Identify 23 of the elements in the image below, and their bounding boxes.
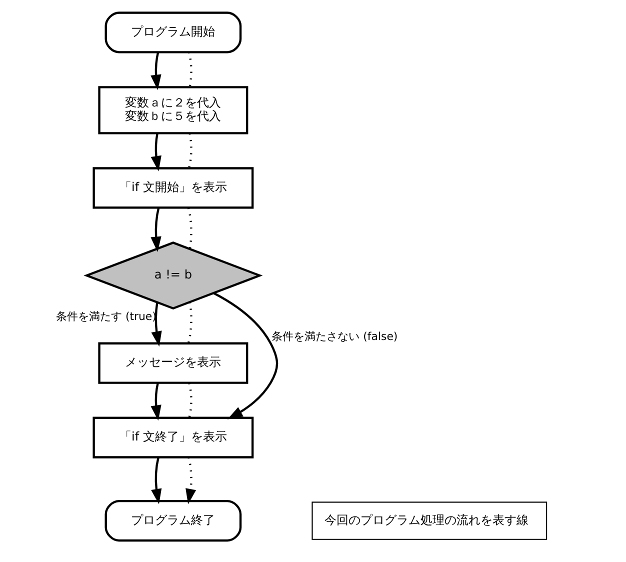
edge-label: 条件を満たす (true) bbox=[55, 310, 156, 323]
edge-label: 条件を満たさない (false) bbox=[271, 330, 398, 344]
node-box: プログラム開始 bbox=[104, 12, 242, 54]
node-box: プログラム終了 bbox=[104, 500, 242, 542]
arrow bbox=[185, 457, 196, 504]
connector bbox=[188, 382, 192, 418]
arrow bbox=[150, 302, 162, 347]
arrow bbox=[150, 52, 161, 90]
arrow bbox=[212, 292, 278, 420]
connector bbox=[187, 133, 192, 168]
arrow bbox=[150, 382, 161, 421]
arrow bbox=[150, 208, 161, 252]
node-diamond: a != b bbox=[83, 242, 262, 310]
legend-label: 今回のプログラム処理の流れを表す線 bbox=[324, 512, 528, 527]
node-box: メッセージを表示 bbox=[98, 342, 248, 384]
arrow bbox=[150, 133, 161, 172]
connector bbox=[186, 208, 192, 249]
connector bbox=[187, 52, 192, 88]
arrow bbox=[150, 457, 162, 504]
node-box: 変数ａに２を代入 変数ｂに５を代入 bbox=[98, 86, 248, 134]
node-box: 「if 文終了」を表示 bbox=[92, 416, 254, 458]
connector bbox=[186, 302, 192, 344]
node-box: 「if 文開始」を表示 bbox=[92, 167, 254, 209]
